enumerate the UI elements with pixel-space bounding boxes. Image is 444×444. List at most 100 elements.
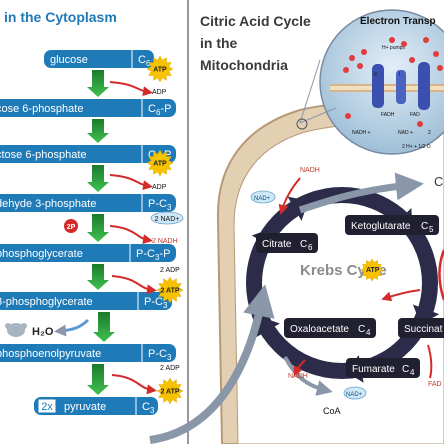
- glycolysis-2atp-1-label: 2 ATP: [160, 288, 179, 295]
- glycolysis-2adp-1: 2 ADP: [160, 267, 180, 274]
- electron-transport-inset: Electron Transp H+ pumps II I FADH FAD N…: [319, 9, 444, 155]
- glycolysis-step-name: ctose 6-phosphate: [0, 149, 87, 161]
- ketoglutarate-box: [345, 215, 439, 235]
- glycolysis-step-box: [0, 194, 176, 212]
- fumarate-box: [346, 358, 420, 378]
- glycolysis-2atp-2-star: [156, 377, 184, 405]
- glycolysis-step-box: [0, 145, 176, 163]
- glycolysis-step-name: pyruvate: [64, 401, 106, 413]
- glycolysis-step-name: dehyde 3-phosphate: [0, 198, 96, 210]
- glycolysis-step-code: P-C3: [144, 296, 168, 310]
- glycolysis-flow-arrow: [87, 119, 109, 143]
- glycolysis-step-code: C6-P: [148, 103, 171, 117]
- glycolysis-2nadh: 2 NADH: [152, 238, 178, 245]
- krebs-nad-bottom-bubble: [343, 386, 367, 400]
- glycolysis-step-code: P-C3: [148, 348, 172, 362]
- glycolysis-flow-arrow: [87, 264, 109, 290]
- pyruvate-multiplier: 2x: [41, 401, 53, 413]
- fumarate-sub: 4: [410, 368, 415, 377]
- glycolysis-step-box: [0, 99, 176, 117]
- krebs-nadh-bottom: NADH: [288, 373, 308, 380]
- glycolysis-red-arrow-4: [111, 275, 157, 295]
- krebs-ring-arrowhead: [255, 316, 280, 338]
- glycolysis-atp-2-label: ATP: [153, 161, 167, 168]
- pyruvate-multiplier-box: [37, 398, 57, 414]
- proton-icon: [389, 37, 395, 43]
- fumarate-label: Fumarate: [352, 364, 395, 375]
- krebs-to-etc-arrow: [298, 172, 424, 214]
- coa-arrow: [283, 356, 333, 396]
- mito-title-line3: Mitochondria: [200, 57, 288, 73]
- citrate-label: Citrate: [262, 239, 292, 250]
- oxaloacetate-sub: 4: [366, 328, 371, 337]
- glycolysis-step-name: phosphoenolpyruvate: [0, 348, 101, 360]
- cytoplasm-title: in the Cytoplasm: [4, 9, 117, 25]
- krebs-nadh-top: NADH: [300, 167, 320, 174]
- proton-icon: [423, 37, 429, 43]
- glycolysis-2adp-2: 2 ADP: [160, 365, 180, 372]
- glycolysis-2nad: 2 NAD+: [155, 216, 180, 223]
- glycolysis-2atp-1-star: [156, 276, 184, 304]
- glycolysis-2nad-bubble: [150, 211, 184, 225]
- krebs-fad-arrow: [427, 344, 433, 379]
- glycolysis-step-name: cose 6-phosphate: [0, 103, 83, 115]
- glycolysis-flow-arrow: [87, 364, 109, 395]
- proton-icon: [357, 63, 363, 69]
- citrate-box: [256, 233, 318, 253]
- etc-complex-i-label: I: [399, 72, 400, 78]
- krebs-atp-star: [360, 258, 384, 282]
- glycolysis-step-box: [0, 244, 176, 262]
- krebs-nad-bottom-label: NAD+: [346, 392, 363, 398]
- etc-complex-ii-label: II: [374, 72, 377, 78]
- krebs-fad-label: FAD: [428, 381, 442, 388]
- etc-complex-2: [396, 70, 406, 104]
- citrate-sub: 6: [308, 243, 313, 252]
- oxaloacetate-label: Oxaloacetate: [290, 324, 349, 335]
- water-h-atom-icon: [21, 323, 27, 329]
- krebs-ring-arrowhead: [287, 196, 309, 221]
- proton-icon: [433, 51, 439, 57]
- oxaloacetate-box: [284, 318, 376, 338]
- krebs-right-red-arc: [438, 249, 444, 301]
- mito-title-line1: Citric Acid Cycle: [200, 13, 311, 29]
- ketoglutarate-code: C: [421, 221, 428, 232]
- etc-oxygen: 2 H+ + 1/2 O: [402, 144, 431, 150]
- krebs-nad-label: NAD+: [254, 196, 271, 202]
- succinate-box: [398, 318, 444, 338]
- glycolysis-flow-arrow: [87, 214, 109, 242]
- etc-title: Electron Transp: [360, 16, 436, 27]
- etc-nadh: NADH +: [352, 130, 371, 136]
- etc-h-pumps: H+ pumps: [382, 45, 405, 51]
- glycolysis-atp-1-star: [146, 55, 174, 83]
- glycolysis-step-box: [0, 344, 176, 362]
- glycolysis-step-box: [44, 50, 154, 68]
- glycolysis-atp-1-label: ATP: [153, 67, 167, 74]
- proton-icon: [401, 41, 407, 47]
- succinate-label: Succinat: [404, 324, 443, 335]
- glycolysis-adp-1: ADP: [152, 89, 167, 96]
- glycolysis-2p-label: 2P: [67, 224, 76, 231]
- mitochondrion-matrix: [233, 113, 444, 444]
- glycolysis-step-code: P-C3-P: [136, 248, 170, 262]
- pyruvate-to-krebs-arrow: [149, 284, 275, 444]
- glycolysis-flow-arrow: [93, 312, 115, 342]
- krebs-coa-label: CoA: [323, 406, 341, 416]
- water-h-atom-icon: [5, 323, 11, 329]
- etc-fad: FAD: [410, 112, 420, 118]
- glycolysis-red-arrow-1: [109, 81, 153, 97]
- glycolysis-atp-2-star: [146, 149, 174, 177]
- krebs-node-fumarate: Fumarate C 4: [346, 358, 420, 378]
- krebs-nad-bubble: [250, 190, 276, 204]
- glycolysis-step-code: C3: [142, 401, 155, 415]
- glycolysis-red-arrow-3: [109, 225, 153, 245]
- etc-nad: NAD +: [398, 130, 413, 136]
- fumarate-code: C: [402, 364, 409, 375]
- mito-title-line2: in the: [200, 35, 238, 51]
- proton-icon: [409, 57, 415, 63]
- water-molecule-icon: [7, 323, 25, 337]
- glycolysis-step-name: glucose: [50, 54, 88, 66]
- krebs-atp-label: ATP: [366, 267, 380, 274]
- krebs-nadh-arrow: [278, 177, 301, 215]
- krebs-node-ketoglutarate: Ketoglutarate C 5: [345, 215, 439, 235]
